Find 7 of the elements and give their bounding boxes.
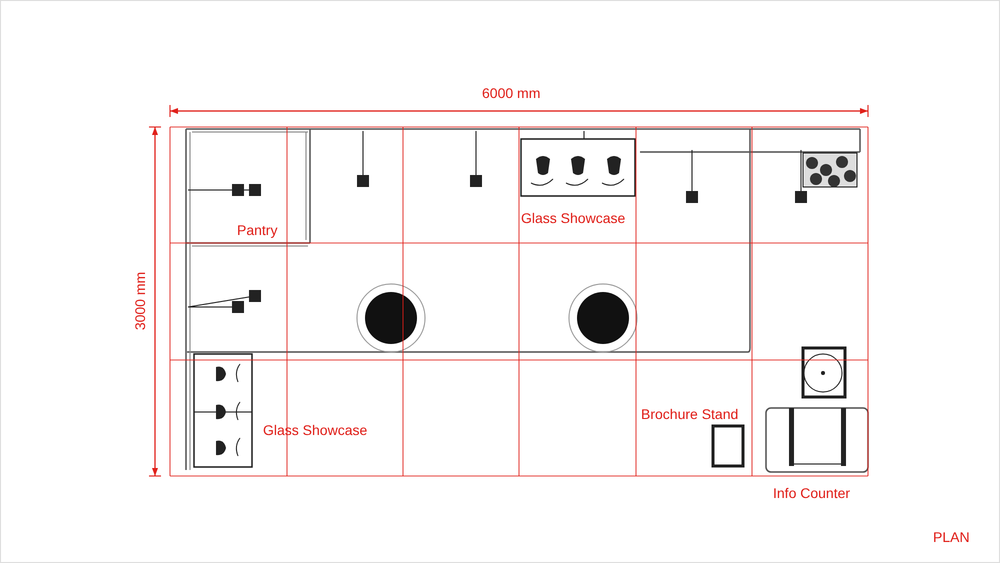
area-label: Brochure Stand	[641, 407, 738, 421]
area-label: Info Counter	[773, 486, 850, 500]
area-label: Glass Showcase	[521, 211, 626, 225]
dimension-label: 6000 mm	[482, 86, 540, 100]
dimension-label: 3000 mm	[133, 272, 148, 330]
area-label: Pantry	[237, 223, 278, 237]
plan-title: PLAN	[933, 530, 970, 544]
